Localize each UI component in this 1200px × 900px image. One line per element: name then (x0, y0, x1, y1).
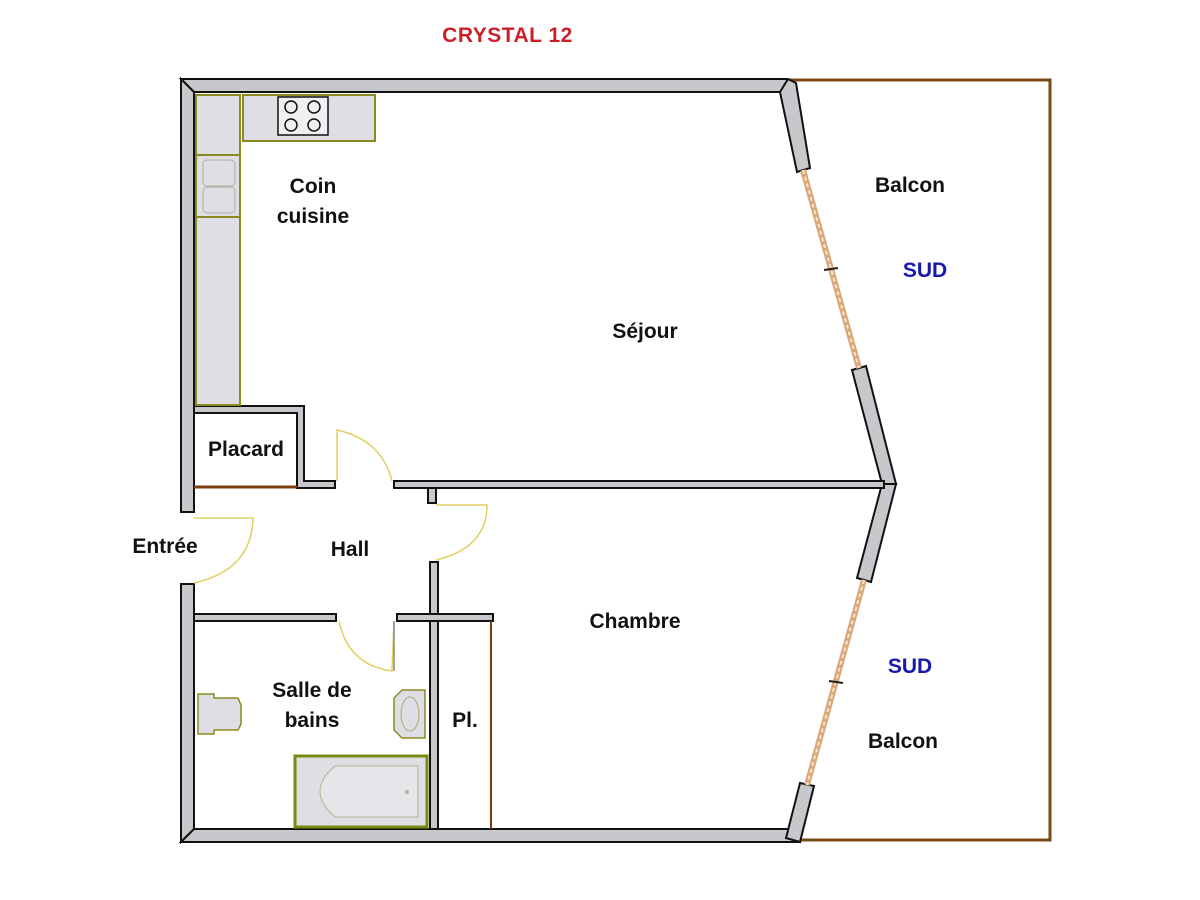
wall-bathroom-top-right (396, 613, 494, 622)
room-label-small-closet: Pl. (452, 709, 478, 732)
bathtub-drain (405, 790, 409, 794)
room-label-hall: Hall (330, 538, 370, 561)
wall-right-1 (778, 77, 812, 174)
cooktop-icon (277, 96, 329, 136)
window-bottom-mullion (828, 680, 844, 684)
bathroom-label-line2: bains (284, 709, 340, 732)
bathroom-label-line1: Salle de (272, 679, 352, 702)
room-label-balcony-top: Balcon (874, 174, 945, 197)
room-label-kitchen: Coin cuisine (265, 172, 361, 232)
room-label-closet: Placard (208, 438, 284, 461)
wall-left-bottom (180, 583, 195, 845)
room-label-entry: Entrée (132, 535, 198, 558)
wall-left-top (180, 76, 195, 513)
wall-right-4 (784, 781, 816, 844)
kitchen-label-line2: cuisine (276, 205, 350, 228)
wall-bathroom-top-left (193, 613, 337, 622)
wall-hall-bedroom (429, 561, 439, 830)
wall-closet (193, 405, 336, 489)
balcony-outline (788, 78, 1052, 842)
room-label-bathroom: Salle de bains (262, 676, 362, 736)
room-label-balcony-bottom: Balcon (867, 730, 938, 753)
room-label-living: Séjour (612, 320, 678, 343)
burner-4 (307, 118, 321, 132)
window-top-inner (802, 169, 860, 369)
kitchen-sink-icon (202, 159, 236, 187)
wall-right-3 (855, 483, 898, 584)
door-bedroom (435, 504, 488, 561)
orientation-label-bottom: SUD (887, 655, 933, 678)
wall-living-bedroom (393, 480, 885, 489)
kitchen-label-line1: Coin (289, 175, 337, 198)
kitchen-counter-left (195, 94, 241, 406)
wall-bottom (178, 828, 802, 843)
wall-stub-hall (427, 487, 437, 504)
kitchen-sink-basin-2 (202, 186, 236, 214)
plan-title: CRYSTAL 12 (442, 24, 573, 47)
burner-3 (284, 118, 298, 132)
washbasin-icon (393, 689, 426, 739)
bathtub-inner (319, 765, 419, 818)
window-top-mullion (823, 267, 839, 271)
toilet-icon (197, 693, 242, 735)
orientation-label-top: SUD (902, 259, 948, 282)
wall-top (178, 78, 795, 93)
wall-right-2 (850, 364, 898, 485)
room-label-bedroom: Chambre (589, 610, 681, 633)
burner-2 (307, 100, 321, 114)
door-entry (193, 517, 254, 584)
door-living (336, 429, 393, 482)
burner-1 (284, 100, 298, 114)
door-bathroom (338, 620, 395, 672)
washbasin-bowl (400, 696, 420, 732)
